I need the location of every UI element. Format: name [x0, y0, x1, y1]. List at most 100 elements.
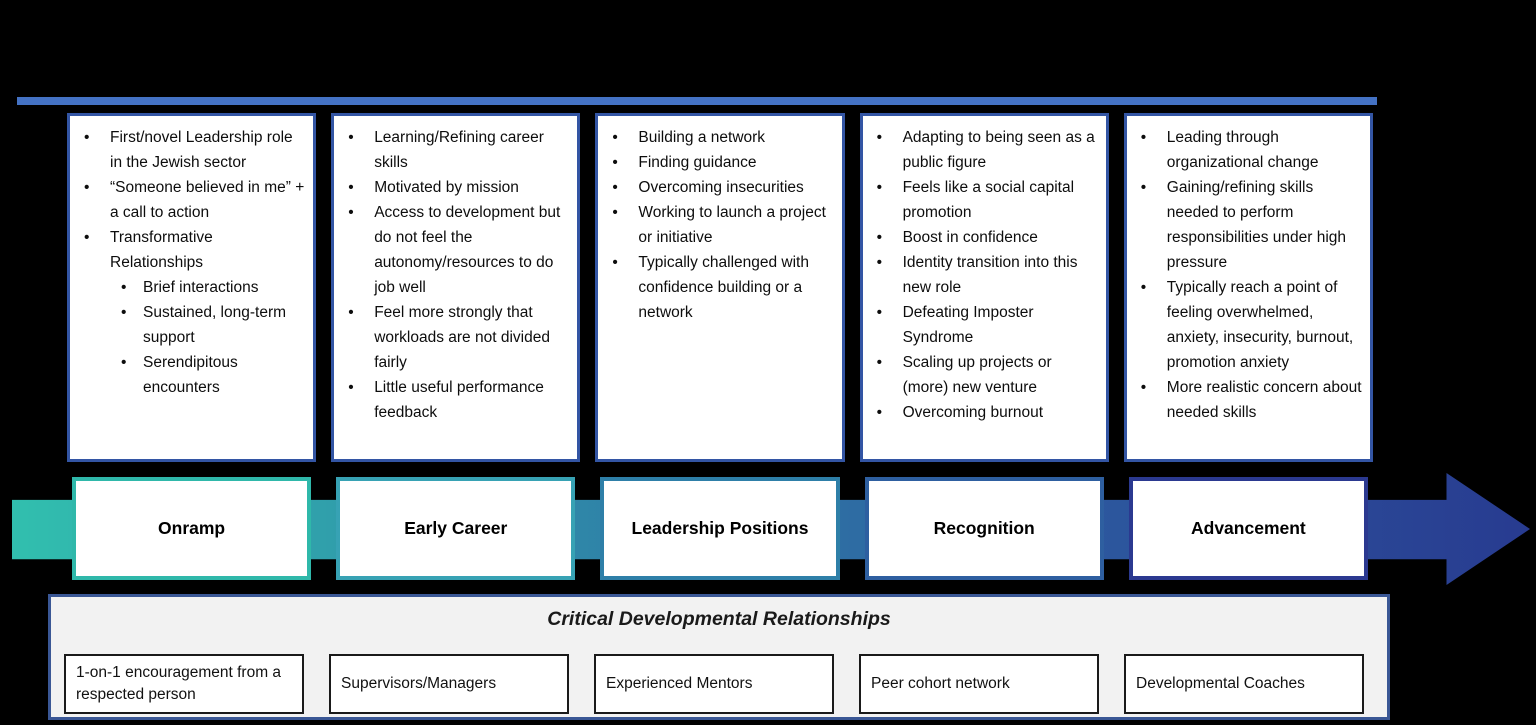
bullet-text: Brief interactions — [143, 279, 259, 296]
bullet-item: • First/novel Leadership role in the Jewi… — [82, 125, 307, 175]
bullet-item: • Working to launch a project or initiati… — [610, 200, 835, 250]
bullet-text: Working to launch a project or initiativ… — [638, 204, 826, 246]
bullet-marker-icon: • — [876, 354, 883, 371]
bullet-text: Transformative Relationships — [110, 229, 213, 271]
stage-detail-box-advancement: •Leading through organizational change•G… — [1123, 113, 1373, 462]
bullet-marker-icon: • — [121, 279, 127, 296]
stage-detail-box-leadership-positions: • Building a network • Finding guidance • Ove… — [595, 113, 845, 462]
bullet-text: Scaling up projects or (more) new ventur… — [902, 354, 1052, 396]
bullet-item: • Finding guidance — [610, 150, 835, 175]
top-divider-line — [17, 97, 1377, 105]
stage-detail-list: •Learning/Refining career skills•Motivat… — [346, 125, 571, 425]
stage-label: Leadership Positions — [631, 518, 809, 538]
bullet-text: More realistic concern about needed skil… — [1166, 379, 1362, 421]
relationships-item-row: 1-on-1 encouragement from a respected pe… — [64, 654, 1364, 714]
bullet-text: Access to development but do not feel th… — [374, 204, 561, 296]
stage-box-onramp: Onramp — [72, 477, 312, 580]
bullet-marker-icon: • — [348, 304, 354, 321]
stage-detail-list: •Leading through organizational change•G… — [1139, 125, 1364, 425]
bullet-text: Boost in confidence — [902, 229, 1038, 246]
bullet-marker-icon: • — [121, 304, 127, 321]
bullet-marker-icon: • — [348, 129, 354, 146]
relationship-item-label: Supervisors/Managers — [341, 675, 497, 692]
bullet-item: • Access to development but do not feel t… — [346, 200, 571, 300]
bullet-item: •Motivated by mission — [346, 175, 571, 200]
bullet-item: • Identity transition into this new role — [875, 250, 1100, 300]
relationships-panel-title: Critical Developmental Relationships — [547, 608, 891, 630]
bullet-item: • More realistic concern about needed ski… — [1139, 375, 1364, 425]
stage-detail-box-early-career: •Learning/Refining career skills•Motivat… — [331, 113, 581, 462]
stage-box-recognition: Recognition — [864, 477, 1104, 580]
bullet-item: • Adapting to being seen as a public figu… — [875, 125, 1100, 175]
relationship-item-label: Experienced Mentors — [606, 675, 753, 692]
bullet-text: Defeating Imposter Syndrome — [902, 304, 1034, 346]
stage-detail-list: • First/novel Leadership role in the Jewi… — [82, 125, 307, 400]
bullet-marker-icon: • — [876, 254, 883, 271]
relationship-item-label: Peer cohort network — [871, 675, 1010, 692]
bullet-marker-icon: • — [121, 354, 127, 371]
stage-detail-list: • Building a network • Finding guidance • Ove… — [610, 125, 835, 325]
bullet-item: • Boost in confidence — [875, 225, 1100, 250]
bullet-marker-icon: • — [612, 129, 618, 146]
bullet-item: • Defeating Imposter Syndrome — [875, 300, 1100, 350]
relationship-item-peer-cohort-network: Peer cohort network — [859, 654, 1099, 714]
bullet-item: • Overcoming insecurities — [610, 175, 835, 200]
bullet-text: Adapting to being seen as a public figur… — [902, 129, 1095, 171]
bullet-marker-icon: • — [876, 304, 883, 321]
bullet-marker-icon: • — [612, 179, 618, 196]
bullet-text: Typically reach a point of feeling overw… — [1166, 279, 1354, 371]
bullet-marker-icon: • — [84, 129, 90, 146]
relationship-item-label: 1-on-1 encouragement from a respected pe… — [76, 664, 282, 703]
bullet-text: Gaining/refining skills needed to perfor… — [1166, 179, 1347, 271]
bullet-text: Building a network — [638, 129, 766, 146]
bullet-item: •Feel more strongly that workloads are n… — [346, 300, 571, 375]
bullet-marker-icon: • — [876, 229, 883, 246]
bullet-text: Feels like a social capital promotion — [902, 179, 1075, 221]
bullet-item: • Serendipitous encounters — [119, 350, 307, 400]
bullet-item: •“Someone believed in me” + a call to ac… — [82, 175, 307, 225]
relationships-panel: Critical Developmental Relationships 1-o… — [48, 594, 1390, 720]
bullet-text: Sustained, long-term support — [143, 304, 287, 346]
stage-detail-row: • First/novel Leadership role in the Jewi… — [67, 113, 1373, 462]
bullet-marker-icon: • — [612, 204, 618, 221]
bullet-marker-icon: • — [876, 129, 883, 146]
bullet-text: First/novel Leadership role in the Jewis… — [110, 129, 293, 171]
bullet-text: Serendipitous encounters — [143, 354, 238, 396]
bullet-item: • Gaining/refining skills needed to perfo… — [1139, 175, 1364, 275]
bullet-text: “Someone believed in me” + a call to act… — [110, 179, 305, 221]
stage-box-early-career: Early Career — [336, 477, 576, 580]
bullet-text: Leading through organizational change — [1166, 129, 1319, 171]
stage-label: Advancement — [1191, 518, 1306, 538]
bullet-marker-icon: • — [612, 154, 618, 171]
stage-row: Onramp Early Career Leadership Positions Re… — [72, 477, 1368, 580]
bullet-marker-icon: • — [1140, 279, 1147, 296]
bullet-marker-icon: • — [1140, 179, 1147, 196]
relationship-item-1-on-1-encouragement-from-a-respected-pe: 1-on-1 encouragement from a respected pe… — [64, 654, 304, 714]
bullet-marker-icon: • — [1140, 379, 1147, 396]
bullet-item: •Leading through organizational change — [1139, 125, 1364, 175]
bullet-text: Finding guidance — [638, 154, 757, 171]
bullet-item: • Building a network — [610, 125, 835, 150]
bullet-item: •Typically challenged with confidence bu… — [610, 250, 835, 325]
bullet-item: • Feels like a social capital promotion — [875, 175, 1100, 225]
bullet-text: Identity transition into this new role — [902, 254, 1078, 296]
bullet-text: Typically challenged with confidence bui… — [638, 254, 809, 321]
stage-detail-box-onramp: • First/novel Leadership role in the Jewi… — [67, 113, 317, 462]
relationship-item-developmental-coaches: Developmental Coaches — [1124, 654, 1364, 714]
bullet-text: Motivated by mission — [374, 179, 519, 196]
bullet-text: Overcoming insecurities — [638, 179, 804, 196]
bullet-item: • Brief interactions — [119, 275, 307, 300]
relationship-item-experienced-mentors: Experienced Mentors — [594, 654, 834, 714]
bullet-item: • Sustained, long-term support — [119, 300, 307, 350]
bullet-marker-icon: • — [876, 404, 883, 421]
relationship-item-supervisors-managers: Supervisors/Managers — [329, 654, 569, 714]
stage-box-advancement: Advancement — [1128, 477, 1368, 580]
bullet-item: •Transformative Relationships — [82, 225, 307, 275]
bullet-marker-icon: • — [348, 204, 354, 221]
bullet-marker-icon: • — [876, 179, 883, 196]
bullet-item: •Little useful performance feedback — [346, 375, 571, 425]
bullet-text: Learning/Refining career skills — [374, 129, 544, 171]
stage-detail-list: • Adapting to being seen as a public figu… — [875, 125, 1100, 425]
relationship-item-label: Developmental Coaches — [1136, 675, 1305, 692]
stage-label: Early Career — [404, 518, 508, 538]
